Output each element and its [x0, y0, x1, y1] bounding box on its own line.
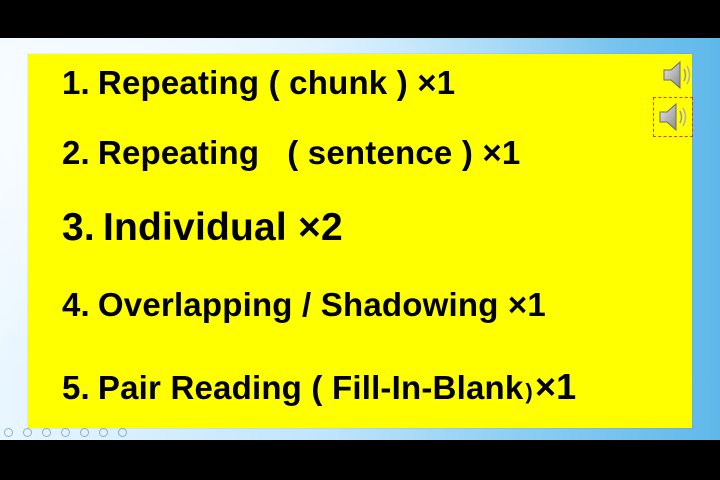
subtitles-icon[interactable] — [99, 427, 108, 437]
item-text: Pair Reading ( Fill-In-Blank — [97, 369, 524, 406]
slides-icon[interactable] — [61, 427, 70, 437]
item-text: Overlapping / Shadowing ×1 — [97, 286, 546, 323]
item-text: Individual ×2 — [102, 206, 343, 249]
item-number: 1. — [62, 64, 90, 101]
slideshow-controls — [4, 426, 127, 438]
instruction-item-5: 5.Pair Reading ( Fill-In-Blank)×1 — [62, 366, 576, 408]
more-icon[interactable] — [118, 427, 127, 437]
item-count: ×1 — [534, 366, 577, 407]
item-number: 5. — [62, 369, 90, 406]
item-text: Repeating — [97, 134, 260, 171]
item-text: Repeating ( chunk ) ×1 — [97, 64, 456, 101]
instruction-item-4: 4.Overlapping / Shadowing ×1 — [62, 286, 546, 324]
item-number: 3. — [62, 206, 95, 249]
item-text-suffix: ( sentence ) ×1 — [287, 134, 521, 171]
speaker-icon-selected[interactable] — [653, 97, 693, 137]
pen-icon[interactable] — [42, 427, 51, 437]
speaker-icon — [659, 102, 687, 132]
zoom-icon[interactable] — [80, 427, 89, 437]
item-number: 4. — [62, 286, 90, 323]
instruction-item-2: 2.Repeating ( sentence ) ×1 — [62, 134, 520, 172]
slide — [0, 38, 720, 440]
instruction-panel — [28, 54, 692, 428]
speaker-icon — [663, 60, 691, 90]
speaker-icon[interactable] — [660, 58, 694, 92]
item-paren: ) — [525, 379, 533, 404]
previous-icon[interactable] — [4, 427, 13, 437]
instruction-item-3: 3.Individual ×2 — [62, 206, 343, 250]
instruction-item-1: 1.Repeating ( chunk ) ×1 — [62, 64, 455, 102]
next-icon[interactable] — [23, 427, 32, 437]
item-number: 2. — [62, 134, 90, 171]
